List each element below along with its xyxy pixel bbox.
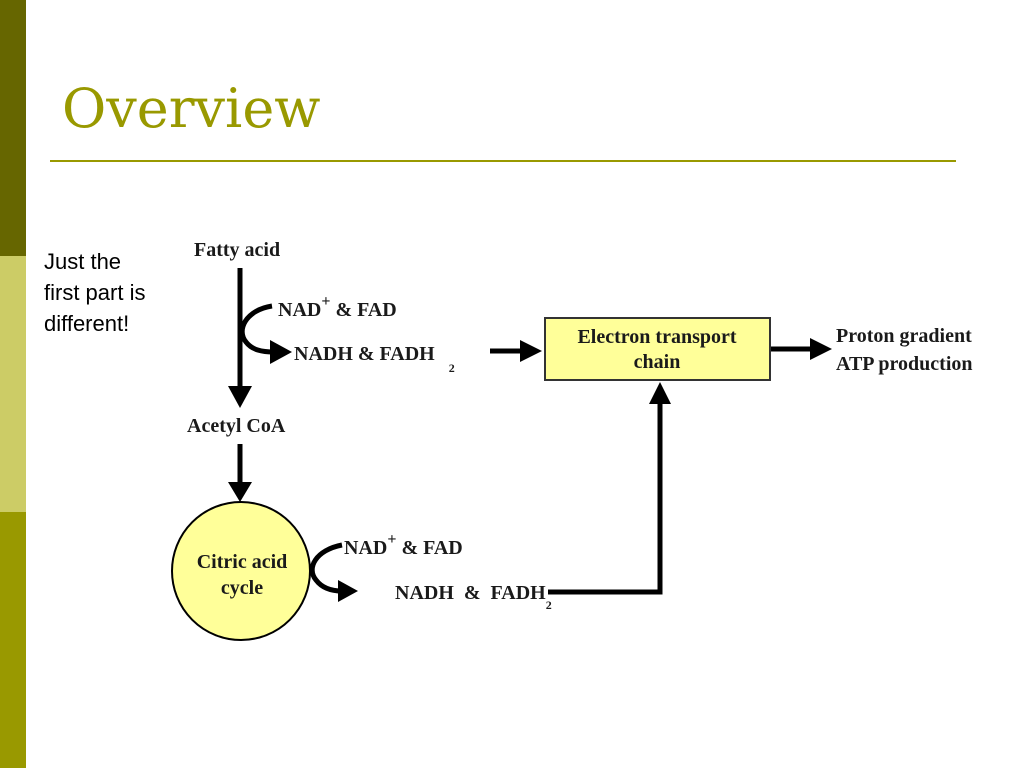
nad-fad-top-label: NAD+ & FAD	[278, 293, 397, 321]
nad-fad-bottom-label: NAD+ & FAD	[344, 531, 463, 559]
arrowhead-etc-to-output	[810, 338, 832, 360]
side-note: Just the first part is different!	[44, 249, 146, 336]
side-bar-top	[0, 0, 26, 256]
etc-box	[544, 317, 771, 381]
curved-arrowhead-bottom	[338, 580, 358, 602]
nadh-fadh-top-label: NADH & FADH2	[294, 343, 455, 375]
nadh-fadh-bottom-label: NADH & FADH2	[360, 582, 577, 614]
side-bar-bottom	[0, 512, 26, 768]
output-label-line1: Proton gradient	[836, 325, 972, 347]
curved-arrow-top	[239, 303, 275, 355]
arrowhead-connector-to-etc	[649, 382, 671, 404]
citric-label-line1: Citric acid	[197, 551, 288, 573]
title-underline	[50, 160, 956, 162]
side-bar-middle	[0, 256, 26, 512]
arrowhead-nadh-to-etc	[520, 340, 542, 362]
curved-arrowhead-top	[270, 340, 292, 364]
output-label-line2: ATP production	[836, 353, 973, 375]
arrowhead-fatty-to-acetyl	[228, 386, 252, 408]
acetyl-coa-label: Acetyl CoA	[187, 415, 286, 437]
etc-label-line2: chain	[634, 351, 681, 373]
arrowhead-acetyl-to-citric	[228, 482, 252, 502]
etc-label-line1: Electron transport	[577, 326, 736, 348]
connector-bottom-to-etc	[548, 402, 663, 595]
fatty-acid-label: Fatty acid	[194, 239, 280, 261]
curved-arrow-bottom	[309, 542, 343, 594]
citric-label-line2: cycle	[221, 577, 263, 599]
slide-title: Overview	[62, 77, 321, 140]
